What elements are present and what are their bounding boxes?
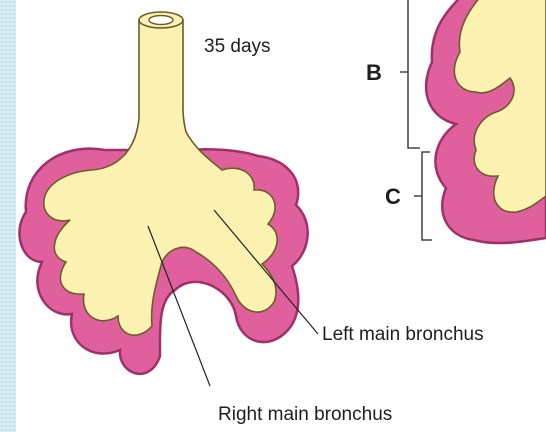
age-label: 35 days <box>204 36 271 57</box>
bracket-c <box>414 152 432 240</box>
right-main-bronchus-label: Right main bronchus <box>218 404 392 425</box>
left-main-bronchus-label: Left main bronchus <box>322 324 484 345</box>
segment-b-label: B <box>366 60 382 85</box>
segment-c-label: C <box>385 184 401 209</box>
bracket-b <box>400 0 420 148</box>
trachea-lumen <box>149 16 173 25</box>
